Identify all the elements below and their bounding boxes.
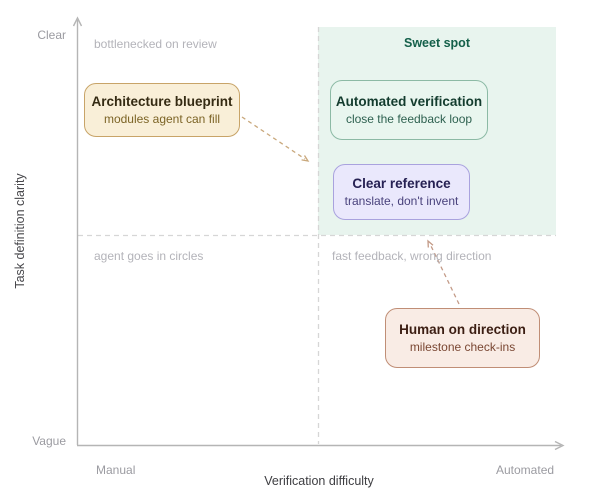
node-subtitle: close the feedback loop bbox=[345, 112, 473, 126]
arrow-human-to-boundary bbox=[430, 245, 460, 305]
node-subtitle: milestone check-ins bbox=[409, 340, 516, 354]
node-subtitle: modules agent can fill bbox=[103, 112, 221, 126]
node-title: Clear reference bbox=[352, 176, 451, 191]
caption-bottom-left: agent goes in circles bbox=[94, 249, 204, 263]
x-axis-min-label: Manual bbox=[96, 463, 136, 477]
caption-bottom-right: fast feedback, wrong direction bbox=[332, 249, 492, 263]
node-human-on-direction: Human on direction milestone check-ins bbox=[385, 308, 540, 368]
x-axis-title: Verification difficulty bbox=[264, 474, 374, 488]
node-subtitle: translate, don't invent bbox=[344, 194, 459, 208]
arrow-human-to-boundary-head bbox=[427, 239, 434, 248]
node-title: Automated verification bbox=[335, 94, 483, 109]
node-title: Human on direction bbox=[399, 322, 526, 337]
y-axis-min-label: Vague bbox=[32, 434, 66, 448]
node-architecture-blueprint: Architecture blueprint modules agent can… bbox=[84, 83, 240, 137]
caption-top-left: bottlenecked on review bbox=[94, 37, 217, 51]
arrow-architecture-to-sweetspot-head bbox=[301, 155, 310, 162]
node-title: Architecture blueprint bbox=[91, 94, 233, 109]
y-axis-title: Task definition clarity bbox=[13, 173, 27, 289]
node-clear-reference: Clear reference translate, don't invent bbox=[333, 164, 470, 220]
y-axis-arrowhead bbox=[72, 16, 83, 27]
node-automated-verification: Automated verification close the feedbac… bbox=[330, 80, 488, 140]
x-axis-max-label: Automated bbox=[496, 463, 555, 477]
arrow-architecture-to-sweetspot bbox=[241, 116, 306, 160]
caption-sweet-spot: Sweet spot bbox=[404, 36, 470, 50]
x-axis-arrowhead bbox=[554, 440, 565, 451]
y-axis-max-label: Clear bbox=[37, 28, 66, 42]
